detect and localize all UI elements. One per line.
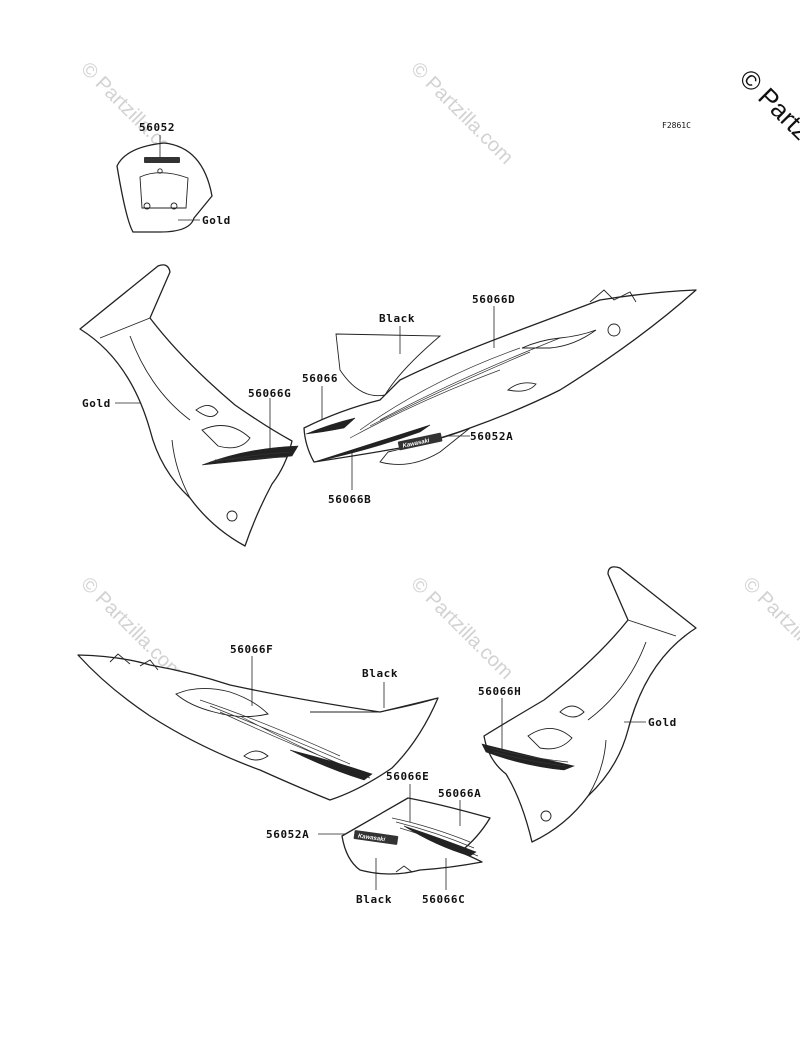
color-label-gold: Gold bbox=[202, 214, 231, 227]
color-label-black: Black bbox=[362, 667, 398, 680]
figure-code: F2861C bbox=[662, 121, 691, 130]
watermark-text: © Partzilla.com bbox=[406, 573, 517, 684]
part-number-56066G: 56066G bbox=[248, 387, 291, 400]
watermark-text: © Partzilla.com bbox=[406, 58, 517, 169]
color-label-gold: Gold bbox=[648, 716, 677, 729]
kawasaki-emblem: Kawasaki bbox=[397, 432, 443, 451]
part-number-56066: 56066 bbox=[302, 372, 338, 385]
part-number-56066H: 56066H bbox=[478, 685, 521, 698]
part-number-56066D: 56066D bbox=[472, 293, 515, 306]
left-lower-cover-part: 56066F Black bbox=[77, 643, 439, 801]
part-number-56066E: 56066E bbox=[386, 770, 429, 783]
model-logo bbox=[175, 688, 269, 717]
part-number-56052A: 56052A bbox=[266, 828, 309, 841]
watermark-corner-text: © Partz bbox=[734, 63, 800, 146]
part-number-56052: 56052 bbox=[139, 121, 175, 134]
part-number-56066B: 56066B bbox=[328, 493, 371, 506]
right-side-cover-part: Kawasaki Black 56066D 56066 56052A 56066… bbox=[302, 289, 697, 506]
svg-text:Kawasaki: Kawasaki bbox=[357, 834, 385, 844]
color-label-gold: Gold bbox=[82, 397, 111, 410]
left-side-panel-part: Gold 56066G bbox=[79, 264, 299, 547]
svg-text:Kawasaki: Kawasaki bbox=[402, 438, 430, 450]
right-side-panel-part: 56066H Gold bbox=[478, 566, 697, 843]
watermark-text: © Partzilla.com bbox=[738, 573, 800, 684]
kawasaki-emblem: Kawasaki bbox=[353, 830, 399, 845]
bottom-small-cover-part: Kawasaki 56066E 56066A 56052A Black 5606… bbox=[266, 770, 491, 906]
part-number-56052A: 56052A bbox=[470, 430, 513, 443]
color-label-black: Black bbox=[356, 893, 392, 906]
part-number-56066F: 56066F bbox=[230, 643, 273, 656]
color-label-black: Black bbox=[379, 312, 415, 325]
front-cowl-part: 56052 Gold bbox=[116, 121, 231, 233]
part-number-56066A: 56066A bbox=[438, 787, 481, 800]
part-number-56066C: 56066C bbox=[422, 893, 465, 906]
kawasaki-emblem bbox=[144, 157, 180, 163]
